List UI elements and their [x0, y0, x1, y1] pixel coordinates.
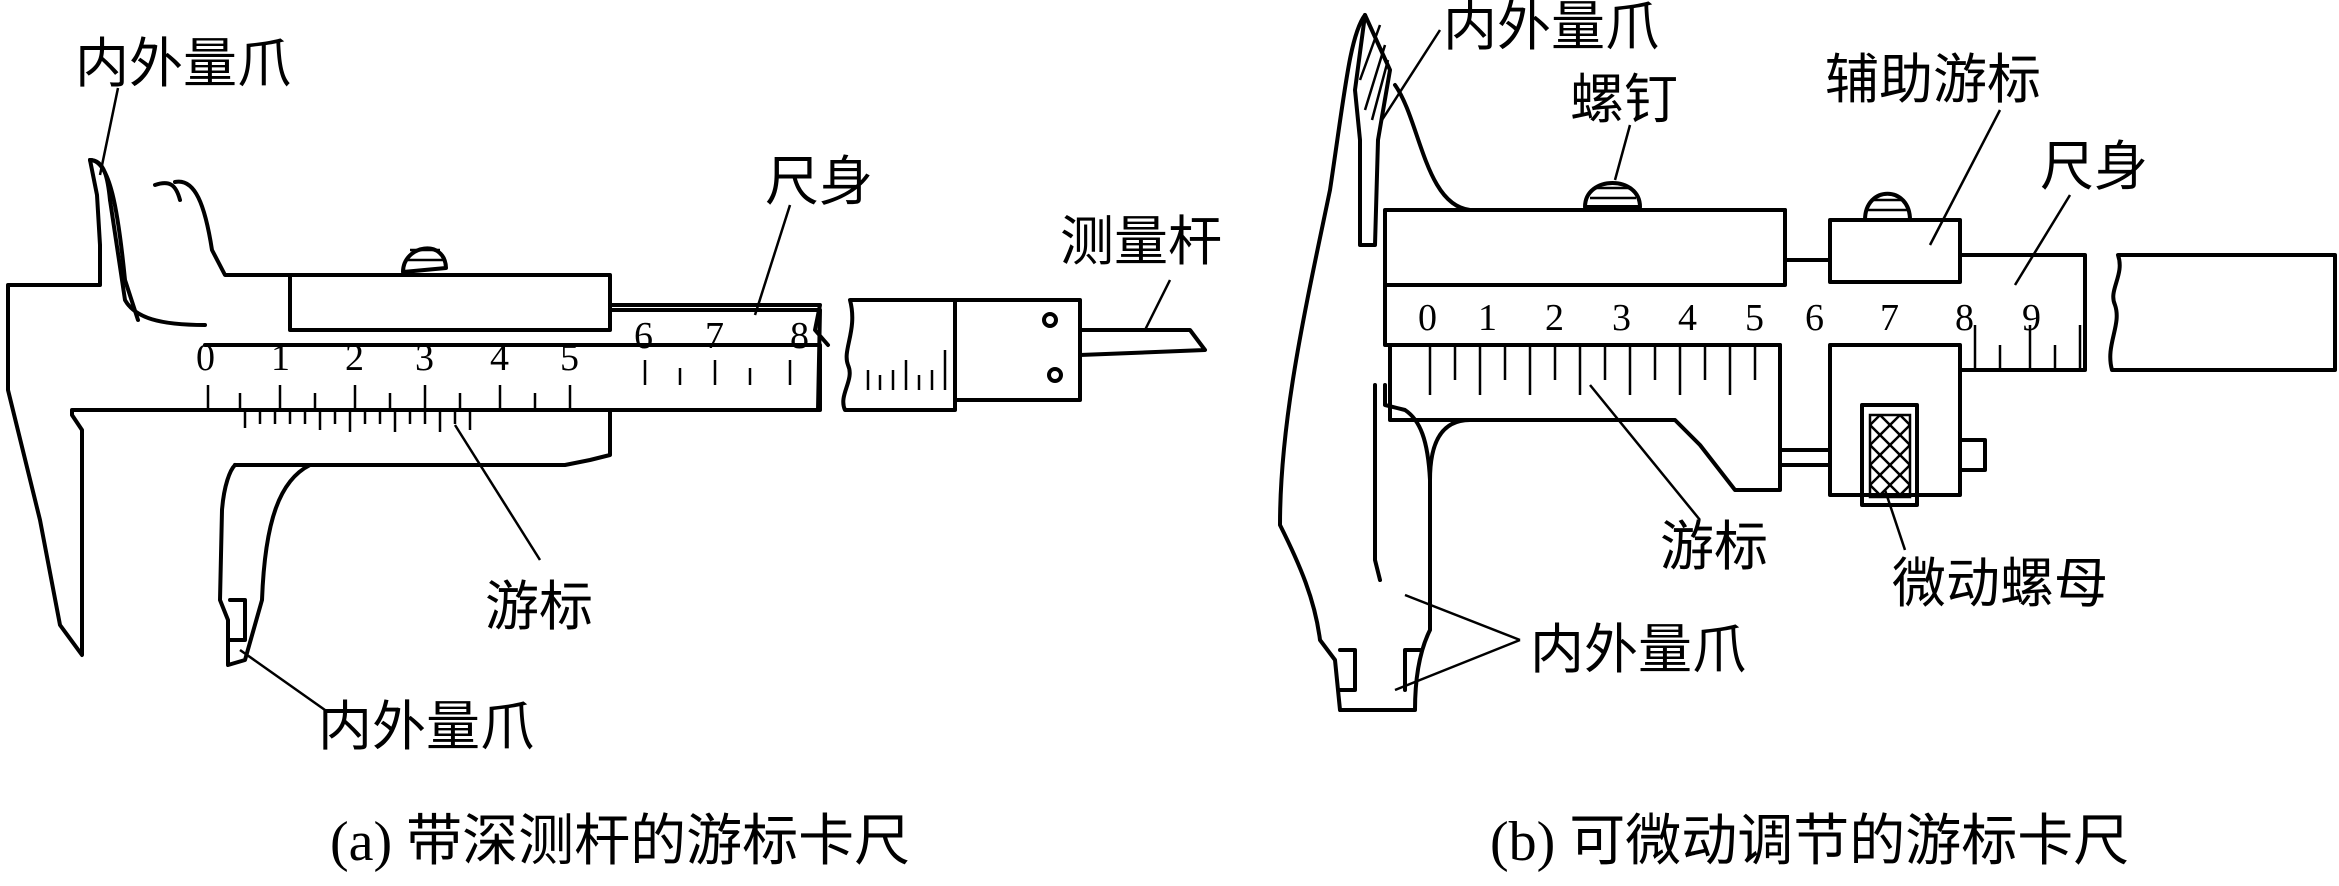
caliper-a-vernier-scale — [243, 412, 472, 432]
label-a-depth-rod: 测量杆 — [1060, 210, 1222, 273]
caliper-b-screw — [1583, 181, 1642, 209]
scale-b-num-6: 6 — [1805, 297, 1824, 339]
scale-b-num-4: 4 — [1678, 297, 1697, 339]
leader-a-ruler-body — [753, 204, 792, 316]
leader-a-jaw-bottom — [239, 648, 326, 712]
scale-a-num-0: 0 — [196, 337, 215, 379]
caliper-b-body — [1278, 13, 1432, 712]
caliper-a-vernier — [233, 408, 612, 467]
label-b-fine-nut: 微动螺母 — [1892, 552, 2108, 615]
leader-b-jaw-bottom-1 — [1404, 593, 1521, 642]
scale-b-num-7: 7 — [1880, 297, 1899, 339]
leader-a-vernier — [453, 424, 542, 561]
caliper-a-ruler-tail — [841, 298, 957, 412]
scale-b-num-0: 0 — [1418, 297, 1437, 339]
scale-a-num-6: 6 — [634, 315, 653, 357]
scale-a-num-1: 1 — [271, 337, 290, 379]
scale-a-num-7: 7 — [705, 315, 724, 357]
caliper-b-aux-vernier — [1828, 218, 1962, 284]
leader-b-aux-vernier — [1928, 109, 2002, 246]
caliper-b-vernier-ticks — [1428, 347, 1757, 395]
caliper-b-ruler-ticks — [1973, 325, 2082, 368]
scale-b-num-1: 1 — [1478, 297, 1497, 339]
scale-a-num-3: 3 — [415, 337, 434, 379]
label-a-jaw-bottom: 内外量爪 — [318, 695, 534, 758]
caliper-a-clamp-block — [288, 273, 612, 332]
label-a-jaw-top: 内外量爪 — [75, 32, 291, 95]
scale-b-num-9: 9 — [2022, 297, 2041, 339]
caliper-a-depth-rod — [1078, 328, 1207, 357]
caliper-a-moving-jaw — [218, 463, 312, 667]
label-a-ruler-body: 尺身 — [765, 150, 873, 213]
scale-a-num-5: 5 — [560, 337, 579, 379]
label-b-screw: 螺钉 — [1570, 68, 1678, 131]
scale-b-num-2: 2 — [1545, 297, 1564, 339]
label-b-aux-vernier: 辅助游标 — [1825, 48, 2041, 111]
leader-b-vernier — [1589, 384, 1701, 521]
label-b-jaw-top: 内外量爪 — [1443, 0, 1659, 58]
caliper-b-fixed-bar — [1383, 208, 1787, 287]
caliper-b-aux-screw — [1863, 191, 1912, 222]
scale-a-num-8: 8 — [790, 315, 809, 357]
caliper-a-screw — [401, 246, 448, 274]
caliper-b-vernier — [1388, 343, 1782, 492]
scale-a-num-4: 4 — [490, 337, 509, 379]
leader-b-jaw-top — [1380, 29, 1442, 121]
caliper-b-fine-housing — [1828, 343, 1962, 497]
leader-b-screw — [1613, 124, 1632, 181]
scale-a-num-2: 2 — [345, 337, 364, 379]
scale-b-num-8: 8 — [1955, 297, 1974, 339]
caliper-b-ruler — [1958, 253, 2087, 372]
label-b-vernier: 游标 — [1660, 515, 1768, 578]
caliper-a-main-scale — [206, 350, 947, 412]
caliper-a-fixed-jaw — [6, 158, 222, 657]
caliper-b — [1278, 13, 2337, 712]
caliper-b-ruler-tail — [2108, 253, 2337, 372]
caption-b: (b) 可微动调节的游标卡尺 — [1490, 811, 2129, 873]
caliper-b-fine-nut-knurl — [1868, 413, 1912, 499]
caliper-a-ruler — [203, 343, 822, 412]
leader-a-depth-rod — [1143, 279, 1172, 331]
leader-b-fine-nut — [1883, 489, 1907, 551]
label-b-ruler-body: 尺身 — [2040, 135, 2148, 198]
caliper-a — [6, 158, 1207, 667]
scale-b-num-3: 3 — [1612, 297, 1631, 339]
label-b-jaw-bottom: 内外量爪 — [1530, 618, 1746, 681]
leader-b-ruler-body — [2013, 194, 2072, 286]
scale-b-num-5: 5 — [1745, 297, 1764, 339]
leader-a-jaw-top — [98, 87, 120, 176]
caption-a: (a) 带深测杆的游标卡尺 — [330, 811, 910, 873]
label-a-vernier: 游标 — [485, 575, 593, 638]
leader-b-jaw-bottom-2 — [1394, 638, 1521, 692]
